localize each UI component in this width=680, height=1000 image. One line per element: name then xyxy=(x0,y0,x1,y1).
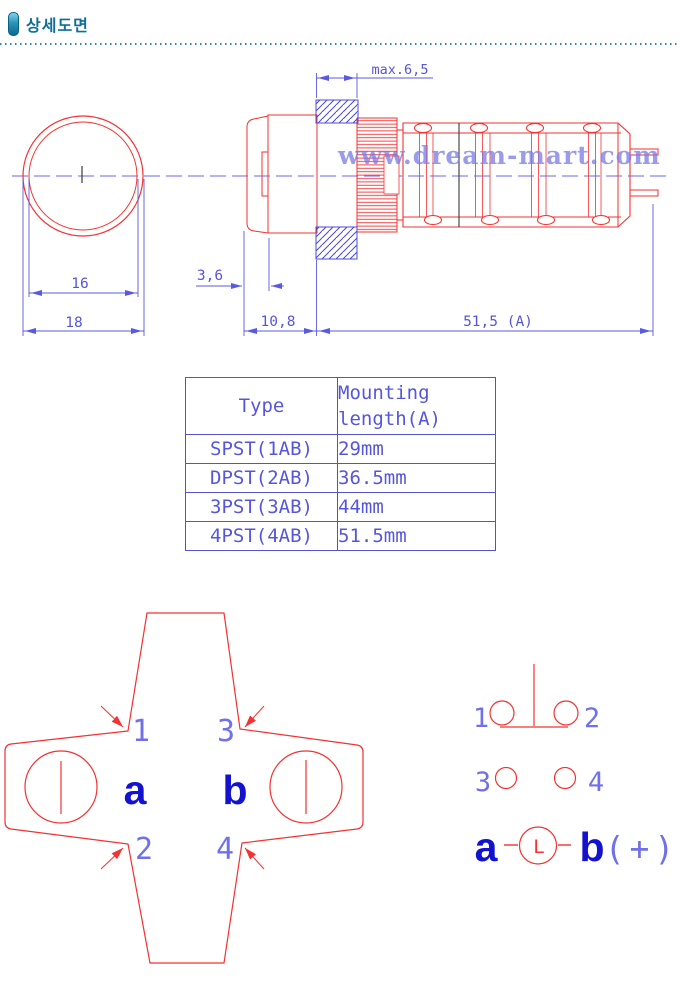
pin3-label: 3 xyxy=(475,767,491,798)
pin2-label: 2 xyxy=(584,703,600,734)
cell-length: 44mm xyxy=(337,492,496,522)
cell-length: 36.5mm xyxy=(337,463,496,493)
end-pin-top xyxy=(629,148,659,156)
cross-pin1-label: 1 xyxy=(132,714,150,749)
dimension-drawing: max.6,5 16 18 3,6 10,8 51,5 (A) xyxy=(12,62,668,336)
col-header-mounting: Mounting length(A) xyxy=(337,377,496,435)
title-bullet-icon xyxy=(8,12,19,36)
cross-pin4-label: 4 xyxy=(216,832,234,867)
cell-type: SPST(1AB) xyxy=(185,434,338,464)
thread-keyway xyxy=(383,155,400,195)
terminal-b-circle xyxy=(269,750,343,824)
extension-lines xyxy=(22,73,654,336)
pin-layout xyxy=(489,664,579,865)
corner-arrows xyxy=(100,705,265,870)
button-body xyxy=(267,114,318,234)
pin4-circle xyxy=(553,766,577,790)
terminal-a-circle xyxy=(24,750,98,824)
cross-outline xyxy=(4,612,364,964)
panel-hatch-bottom xyxy=(315,226,358,260)
pin2-circle xyxy=(553,700,579,726)
header-divider xyxy=(0,43,680,45)
dim-16-label: 16 xyxy=(71,276,88,292)
terminal-views: 1 3 2 4 a b 1 2 3 4 L a b (+) xyxy=(4,612,680,964)
front-view xyxy=(22,115,144,237)
table-row: SPST(1AB) 29mm xyxy=(185,434,496,464)
mounting-length-table: Type Mounting length(A) SPST(1AB) 29mm D… xyxy=(185,377,496,551)
watermark: www.dream-mart.com xyxy=(338,141,661,170)
pin1-circle xyxy=(489,700,515,726)
terminal-lugs-top xyxy=(413,122,602,134)
pin1-label: 1 xyxy=(473,703,489,734)
table-row: DPST(2AB) 36.5mm xyxy=(185,463,496,493)
lamp-terminal-a-label: a xyxy=(475,824,499,870)
cell-length: 29mm xyxy=(337,434,496,464)
pin4-label: 4 xyxy=(588,767,604,798)
page-header: 상세도면 xyxy=(0,0,680,44)
terminal-lugs-bottom xyxy=(423,214,611,226)
polarity-label: (+) xyxy=(605,829,680,868)
col-header-mounting-line1: Mounting xyxy=(338,382,430,404)
cross-bottom-view xyxy=(4,612,364,964)
lamp-circle xyxy=(518,826,558,865)
dimension-lines xyxy=(23,75,653,334)
panel-hatch-top xyxy=(315,99,359,124)
body-notch xyxy=(261,151,268,197)
dim-108-label: 10,8 xyxy=(261,314,296,330)
table-row: 3PST(3AB) 44mm xyxy=(185,492,496,522)
dim-max65-label: max.6,5 xyxy=(372,62,429,78)
side-view xyxy=(246,114,659,234)
stack-section-lines xyxy=(419,133,602,217)
dim-18-label: 18 xyxy=(65,315,82,331)
lamp-terminal-b-label: b xyxy=(579,824,604,870)
cell-type: 3PST(3AB) xyxy=(185,492,338,522)
table-header-row: Type Mounting length(A) xyxy=(185,377,496,435)
end-pin-bottom xyxy=(629,189,659,197)
table-row: 4PST(4AB) 51.5mm xyxy=(185,521,496,551)
cell-length: 51.5mm xyxy=(337,521,496,551)
switch-stack-outline xyxy=(402,122,631,228)
dim-515-label: 51,5 (A) xyxy=(463,314,533,330)
cross-pin3-label: 3 xyxy=(217,714,235,749)
col-header-type: Type xyxy=(185,377,338,435)
cell-type: 4PST(4AB) xyxy=(185,521,338,551)
cross-terminal-a-label: a xyxy=(124,767,148,813)
pin3-circle xyxy=(494,766,518,790)
cell-type: DPST(2AB) xyxy=(185,463,338,493)
col-header-mounting-line2: length(A) xyxy=(338,408,441,430)
cross-terminal-b-label: b xyxy=(222,767,247,813)
button-cap xyxy=(246,115,269,234)
dim-36-label: 3,6 xyxy=(197,268,223,284)
lamp-letter: L xyxy=(533,836,544,858)
cross-pin2-label: 2 xyxy=(135,832,153,867)
page-title: 상세도면 xyxy=(26,18,89,35)
